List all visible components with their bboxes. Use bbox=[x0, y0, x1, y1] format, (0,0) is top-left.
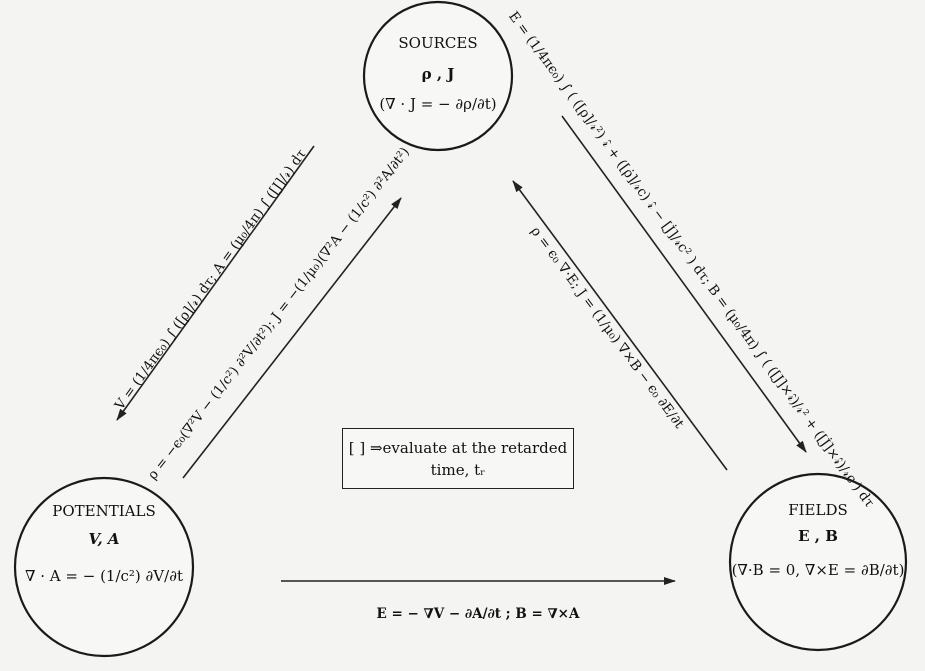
potentials-quantities: V, A bbox=[88, 530, 119, 548]
retarded-time-note: [ ] ⇒evaluate at the retarded time, tᵣ bbox=[342, 428, 574, 489]
fields-node: FIELDS E , B (∇·B = 0, ∇×E = ∂B/∂t) bbox=[728, 472, 908, 652]
retarded-potentials-equation: V = (1/4πϵ₀) ∫ ([ρ]/𝓇) dτ; A = (μ₀/4π) ∫… bbox=[111, 146, 309, 413]
sources-quantities: ρ , J bbox=[422, 65, 455, 83]
fields-title: FIELDS bbox=[788, 501, 848, 519]
potentials-title: POTENTIALS bbox=[52, 502, 155, 520]
sources-node: SOURCES ρ , J (∇ · J = − ∂ρ/∂t) bbox=[362, 0, 514, 152]
arrow-fields-to-sources bbox=[512, 180, 728, 471]
note-line-2: time, tᵣ bbox=[430, 460, 486, 479]
fields-quantities: E , B bbox=[798, 527, 838, 545]
fields-from-potentials-equation: E = − ∇V − ∂A/∂t ; B = ∇×A bbox=[377, 606, 580, 622]
fields-maxwell-equations: (∇·B = 0, ∇×E = ∂B/∂t) bbox=[732, 561, 905, 579]
potentials-node: POTENTIALS V, A ∇ · A = − (1/c²) ∂V/∂t bbox=[13, 476, 195, 658]
arrow-sources-to-fields bbox=[561, 115, 807, 453]
arrow-sources-to-potentials bbox=[116, 145, 315, 421]
lorenz-gauge-equation: ∇ · A = − (1/c²) ∂V/∂t bbox=[25, 567, 183, 585]
arrow-potentials-to-sources bbox=[182, 197, 402, 479]
sources-continuity-equation: (∇ · J = − ∂ρ/∂t) bbox=[379, 95, 496, 113]
sources-title: SOURCES bbox=[398, 34, 477, 52]
note-line-1: [ ] ⇒evaluate at the retarded bbox=[348, 438, 568, 457]
